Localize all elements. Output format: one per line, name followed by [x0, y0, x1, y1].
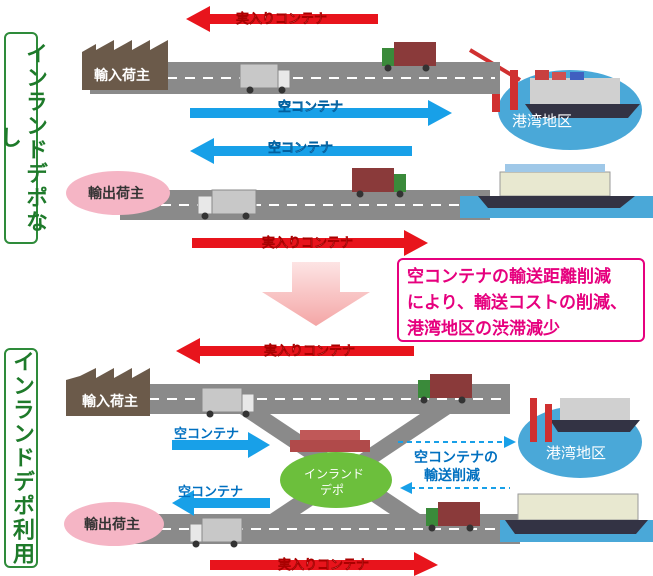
- full-container-arrow-bottom-1: [176, 338, 414, 364]
- truck-mid-right: [352, 168, 406, 198]
- inland-depot: [280, 430, 392, 508]
- factory-importer-bottom: [66, 368, 150, 416]
- exporter-label-top: 輸出荷主: [88, 185, 144, 202]
- full-container-label-bottom-1: 実入りコンテナ: [264, 343, 355, 359]
- exporter-label-bottom: 輸出荷主: [84, 516, 140, 533]
- empty-container-label-top-1: 空コンテナ: [278, 99, 343, 115]
- empty-container-label-top-2: 空コンテナ: [268, 140, 333, 156]
- dashed-arrow-to-port: [398, 436, 516, 448]
- full-container-label-top-2: 実入りコンテナ: [262, 235, 353, 251]
- truck-mid-left: [197, 189, 257, 220]
- truck-bottom-4: [426, 502, 480, 532]
- full-container-label-top: 実入りコンテナ: [236, 11, 327, 27]
- importer-label-top: 輸入荷主: [94, 67, 150, 83]
- truck-bottom-2: [418, 374, 472, 404]
- empty-reduction-label-1: 空コンテナの: [414, 449, 498, 466]
- callout-line-1: 空コンテナの輸送距離削減: [407, 267, 611, 287]
- importer-label-bottom: 輸入荷主: [82, 393, 138, 410]
- port-crane-bottom: [530, 398, 552, 442]
- ship-top-2: [478, 164, 635, 208]
- empty-reduction-label-2: 輸送削減: [424, 467, 480, 484]
- dashed-arrow-from-port: [400, 482, 510, 494]
- empty-container-label-bottom-2: 空コンテナ: [178, 484, 243, 500]
- inland-depot-label-1: インランド: [304, 467, 364, 481]
- full-container-label-bottom-2: 実入りコンテナ: [278, 557, 369, 573]
- port-area-label-bottom: 港湾地区: [546, 444, 606, 462]
- callout-line-2: により、輸送コストの削減、: [407, 293, 627, 313]
- exporter-building-top: [66, 171, 170, 215]
- ship-bottom: [505, 493, 648, 534]
- empty-container-arrow-bottom-1: [172, 432, 270, 458]
- transition-arrow: [262, 262, 370, 326]
- full-container-arrow-top: [186, 6, 378, 32]
- ship-bottom-port: [550, 398, 640, 432]
- truck-bottom-1: [201, 387, 255, 418]
- section-label-with-depot: インランドデポ利用: [4, 348, 38, 568]
- ship-top: [525, 70, 640, 118]
- benefit-callout: 空コンテナの輸送距離削減 により、輸送コストの削減、 港湾地区の渋滞減少: [397, 258, 645, 342]
- truck-bottom-3: [189, 517, 243, 548]
- inland-depot-label-2: デポ: [320, 482, 344, 497]
- truck-top-right: [382, 42, 436, 72]
- factory-importer-top: [82, 40, 168, 90]
- empty-container-arrow-bottom-2: [172, 490, 270, 516]
- empty-container-arrow-top-2: [190, 138, 412, 164]
- full-container-arrow-top-2: [192, 230, 428, 256]
- port-area-label-top: 港湾地区: [512, 112, 572, 130]
- truck-top-left: [239, 63, 291, 94]
- empty-container-label-bottom-1: 空コンテナ: [174, 426, 239, 442]
- exporter-building-bottom: [64, 502, 164, 546]
- empty-container-arrow-top-1: [190, 100, 452, 126]
- callout-line-3: 港湾地区の渋滞減少: [407, 319, 560, 339]
- full-container-arrow-bottom-2: [210, 552, 438, 576]
